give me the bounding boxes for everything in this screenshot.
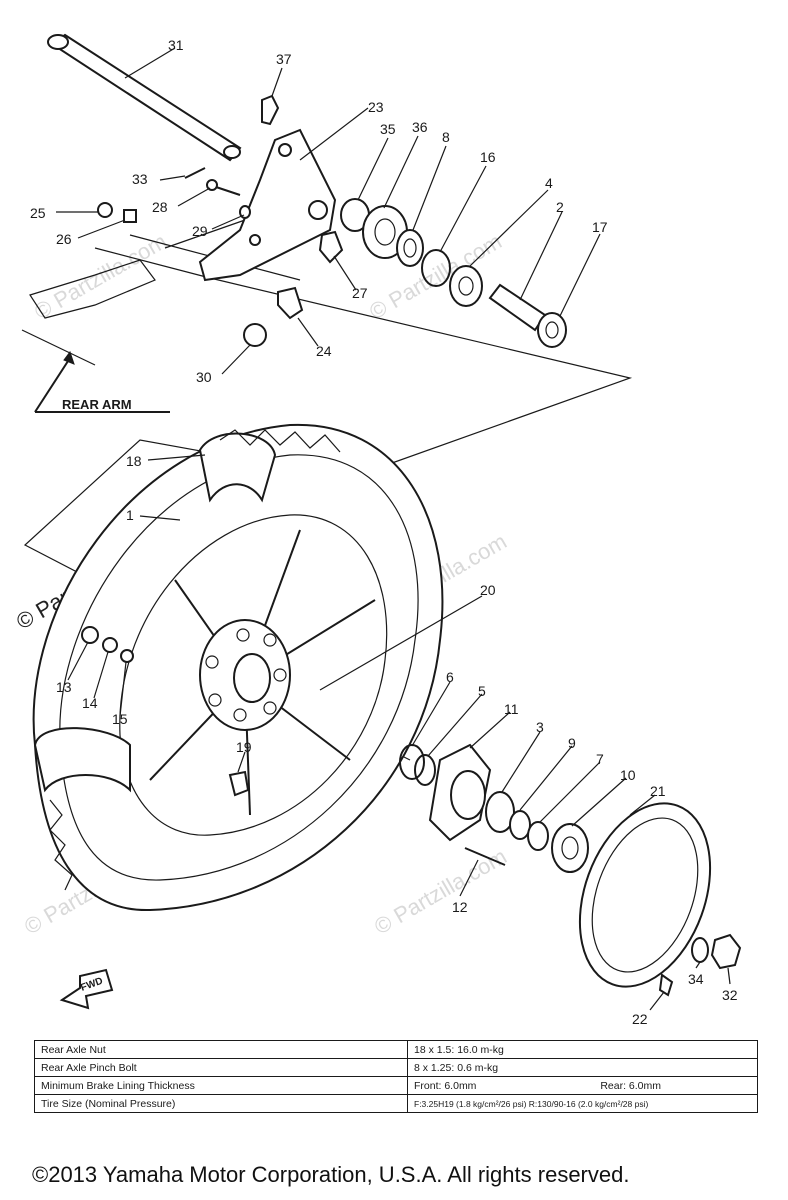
callout-23: 23 <box>368 99 384 115</box>
callout-11: 11 <box>504 701 519 717</box>
callout-9: 9 <box>568 735 576 751</box>
spec-label: Minimum Brake Lining Thickness <box>34 1076 408 1095</box>
spec-value: 8 x 1.25: 0.6 m-kg <box>407 1058 758 1077</box>
rear-arm-fragment <box>21 259 170 413</box>
callout-32: 32 <box>722 987 738 1003</box>
lower-right-hardware <box>658 933 742 997</box>
callout-37: 37 <box>276 51 292 67</box>
callout-6: 6 <box>446 669 454 685</box>
hub-bolt-holes <box>205 628 287 722</box>
callout-8: 8 <box>442 129 450 145</box>
table-row: Rear Axle Pinch Bolt 8 x 1.25: 0.6 m-kg <box>34 1058 758 1077</box>
spec-label: Rear Axle Nut <box>34 1040 408 1059</box>
callout-16: 16 <box>480 149 496 165</box>
callout-34: 34 <box>688 971 704 987</box>
callout-31: 31 <box>168 37 184 53</box>
callout-20: 20 <box>480 582 496 598</box>
spec-value-front: Front: 6.0mm <box>414 1079 477 1092</box>
callout-7: 7 <box>596 751 604 767</box>
callout-10: 10 <box>620 767 636 783</box>
copyright-notice: ©2013 Yamaha Motor Corporation, U.S.A. A… <box>32 1162 630 1187</box>
callout-leaders <box>56 47 731 1011</box>
callout-5: 5 <box>478 683 486 699</box>
callout-numbers: 31 37 23 35 36 8 16 4 2 17 33 25 28 29 2… <box>30 37 738 1027</box>
spec-value: 18 x 1.5: 16.0 m-kg <box>407 1040 758 1059</box>
callout-28: 28 <box>152 199 168 215</box>
callout-29: 29 <box>192 223 208 239</box>
left-hardware <box>81 626 134 663</box>
exploded-parts-diagram: © Partzilla.com © Partzilla.com © Partzi… <box>12 33 742 1027</box>
watermark-faint: © Partzilla.com <box>30 229 171 325</box>
small-hardware-upper <box>97 167 344 347</box>
callout-27: 27 <box>352 285 368 301</box>
table-row: Tire Size (Nominal Pressure) F:3.25H19 (… <box>34 1094 758 1113</box>
bearing-stack <box>340 198 424 267</box>
callout-24: 24 <box>316 343 332 359</box>
spec-value-split: Front: 6.0mm Rear: 6.0mm <box>407 1076 758 1095</box>
rear-axle <box>47 33 242 162</box>
callout-18: 18 <box>126 453 142 469</box>
callout-17: 17 <box>592 219 608 235</box>
sprocket-side-parts <box>399 743 589 873</box>
part-37-shape <box>261 94 280 126</box>
table-row: Minimum Brake Lining Thickness Front: 6.… <box>34 1076 758 1095</box>
rear-wheel-assembly <box>32 423 444 912</box>
callout-22: 22 <box>632 1011 648 1027</box>
callout-35: 35 <box>380 121 396 137</box>
callout-13: 13 <box>56 679 72 695</box>
callout-15: 15 <box>112 711 128 727</box>
spec-value: F:3.25H19 (1.8 kg/cm²/26 psi) R:130/90-1… <box>407 1094 758 1113</box>
rear-arm-label: REAR ARM <box>62 397 132 412</box>
spec-value-rear: Rear: 6.0mm <box>600 1079 661 1092</box>
brake-drum-21 <box>578 802 712 988</box>
callout-12: 12 <box>452 899 468 915</box>
callout-26: 26 <box>56 231 72 247</box>
fwd-arrow <box>59 968 114 1010</box>
callout-14: 14 <box>82 695 98 711</box>
table-row: Rear Axle Nut 18 x 1.5: 16.0 m-kg <box>34 1040 758 1059</box>
callout-3: 3 <box>536 719 544 735</box>
callout-33: 33 <box>132 171 148 187</box>
callout-4: 4 <box>545 175 553 191</box>
callout-30: 30 <box>196 369 212 385</box>
valve-19-shape <box>228 770 250 797</box>
callout-21: 21 <box>650 783 666 799</box>
callout-1: 1 <box>126 507 134 523</box>
spec-label: Rear Axle Pinch Bolt <box>34 1058 408 1077</box>
callout-2: 2 <box>556 199 564 215</box>
callout-25: 25 <box>30 205 46 221</box>
spec-label: Tire Size (Nominal Pressure) <box>34 1094 408 1113</box>
callout-36: 36 <box>412 119 428 135</box>
callout-19: 19 <box>236 739 252 755</box>
torque-spec-table: Rear Axle Nut 18 x 1.5: 16.0 m-kg Rear A… <box>34 1040 758 1113</box>
hub-bearing-parts <box>421 249 567 348</box>
axle-bracket <box>198 128 337 282</box>
